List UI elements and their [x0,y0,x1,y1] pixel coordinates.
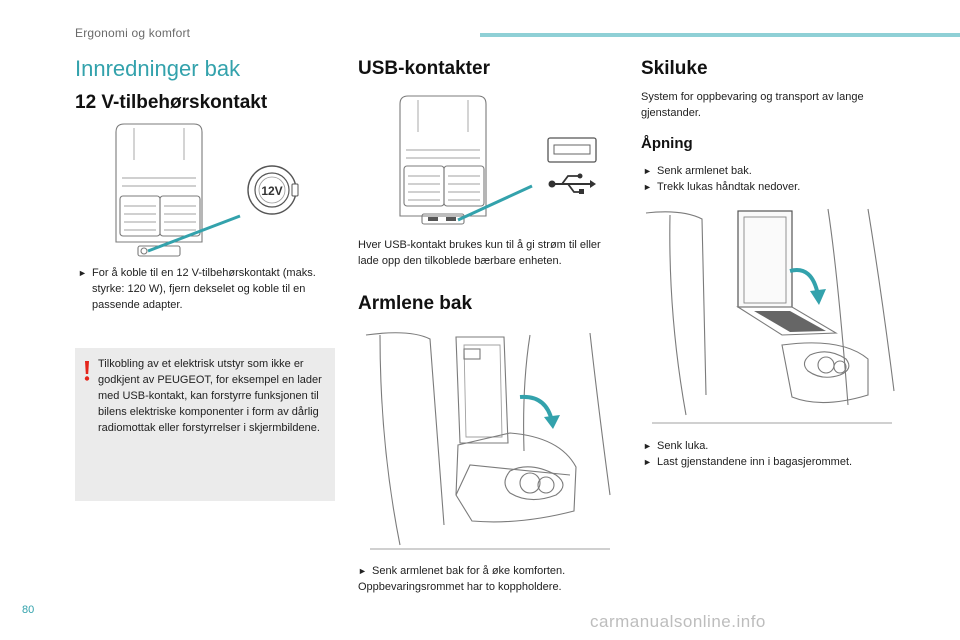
12v-bullet-text: For å koble til en 12 V-tilbehørskontakt… [92,267,316,311]
step-b-1: Senk luka. [657,440,709,452]
heading-ski-hatch: Skiluke [641,58,708,79]
pointer-icon: ► [643,182,652,192]
12v-socket-illustration: 12V [115,123,299,257]
watermark: carmanualsonline.info [590,612,766,631]
armrest-note: Oppbevaringsrommet har to koppholdere. [358,581,562,593]
armrest-text-block: ► Senk armlenet bak for å øke komforten.… [358,563,620,595]
socket-label: 12V [261,184,282,198]
warning-exclamation-icon [84,361,90,381]
step-a-2: Trekk lukas håndtak nedover. [657,181,801,193]
heading-armrest: Armlene bak [358,293,473,314]
pointer-icon: ► [643,166,652,176]
pointer-icon: ► [643,441,652,451]
steps-a: ► Senk armlenet bak. ► Trekk lukas håndt… [643,163,903,195]
step-a-1: Senk armlenet bak. [657,165,752,177]
heading-opening: Åpning [641,135,693,152]
header-accent-bar [480,33,960,37]
warning-text: Tilkobling av et elektrisk utstyr som ik… [98,358,322,434]
page-number: 80 [22,604,35,616]
heading-12v-socket: 12 V-tilbehørskontakt [75,92,268,113]
armrest-illustration [365,332,611,550]
pointer-icon: ► [358,566,367,576]
armrest-bullet-text: Senk armlenet bak for å øke komforten. [372,565,566,577]
ski-hatch-intro: System for oppbevaring og transport av l… [641,91,864,119]
usb-text: Hver USB-kontakt brukes kun til å gi str… [358,239,601,267]
warning-box [75,348,335,501]
12v-bullet: ► For å koble til en 12 V-tilbehørskonta… [78,265,328,313]
heading-usb: USB-kontakter [358,58,490,79]
pointer-icon: ► [78,268,87,278]
usb-socket-illustration [399,95,597,225]
ski-hatch-illustration [645,208,895,424]
pointer-icon: ► [643,457,652,467]
steps-b: ► Senk luka. ► Last gjenstandene inn i b… [643,438,903,470]
step-b-2: Last gjenstandene inn i bagasjerommet. [657,456,853,468]
usb-symbol-icon [548,173,596,194]
section-tag: Ergonomi og komfort [75,26,191,40]
page-title: Innredninger bak [75,56,241,81]
